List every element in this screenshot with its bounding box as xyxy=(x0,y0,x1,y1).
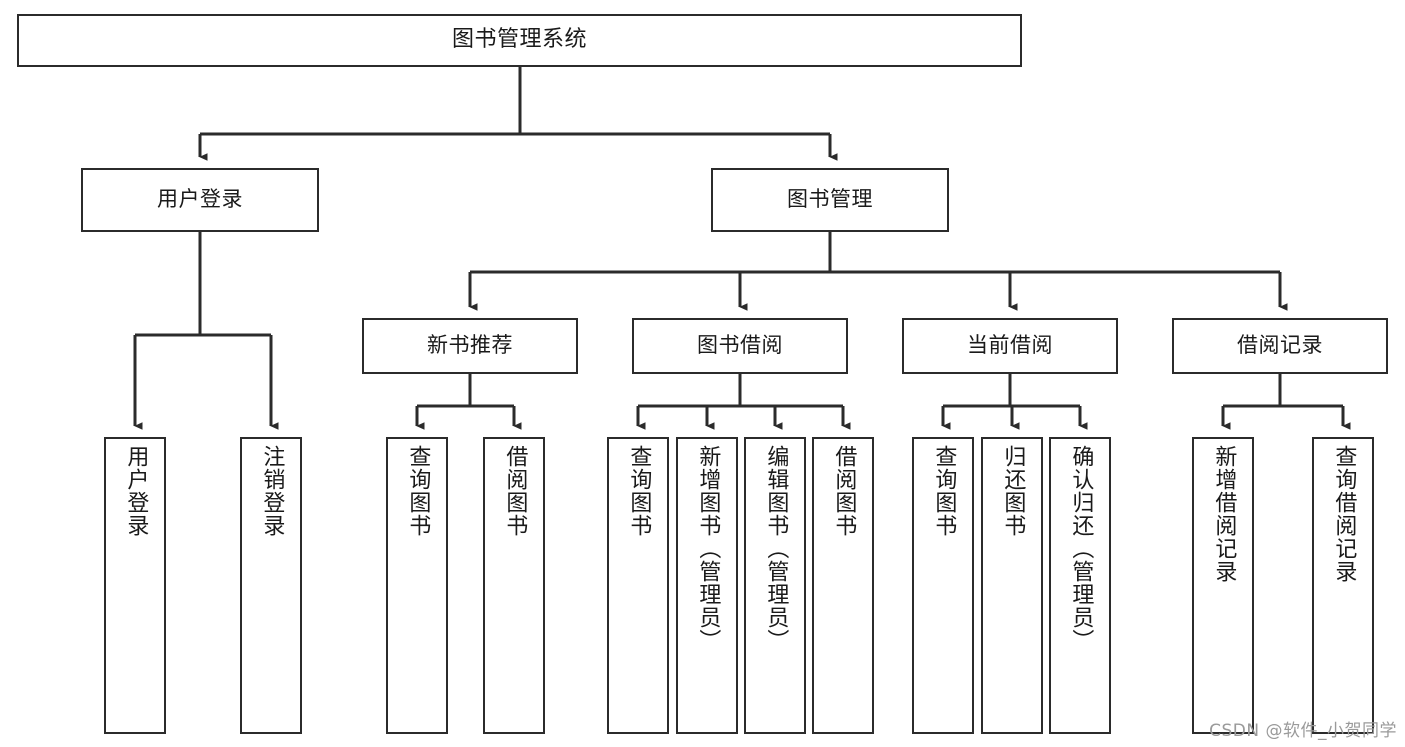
node-new-book-recommend-label: 新书推荐 xyxy=(427,333,513,358)
node-user-login[interactable]: 用户登录 xyxy=(81,168,319,232)
node-leaf-borrow-book-1[interactable]: 借阅图书 xyxy=(483,437,545,734)
node-leaf-query-record-label: 查询借阅记录 xyxy=(1331,445,1357,583)
node-leaf-query-book-3[interactable]: 查询图书 xyxy=(912,437,974,734)
node-leaf-query-book-1-label: 查询图书 xyxy=(405,445,431,537)
node-borrow-record-label: 借阅记录 xyxy=(1237,333,1323,358)
node-leaf-add-book-label: 新增图书（管理员） xyxy=(695,445,721,652)
node-borrow-record[interactable]: 借阅记录 xyxy=(1172,318,1388,374)
node-leaf-borrow-book-1-label: 借阅图书 xyxy=(502,445,528,537)
node-user-login-label: 用户登录 xyxy=(157,187,243,212)
node-leaf-return-book[interactable]: 归还图书 xyxy=(981,437,1043,734)
node-leaf-edit-book-label: 编辑图书（管理员） xyxy=(763,445,789,652)
node-new-book-recommend[interactable]: 新书推荐 xyxy=(362,318,578,374)
node-leaf-confirm-return-label: 确认归还（管理员） xyxy=(1068,445,1094,652)
node-leaf-logout[interactable]: 注销登录 xyxy=(240,437,302,734)
node-leaf-add-record[interactable]: 新增借阅记录 xyxy=(1192,437,1254,734)
node-leaf-add-book[interactable]: 新增图书（管理员） xyxy=(676,437,738,734)
node-leaf-edit-book[interactable]: 编辑图书（管理员） xyxy=(744,437,806,734)
node-leaf-user-login-label: 用户登录 xyxy=(123,445,149,537)
node-book-manage[interactable]: 图书管理 xyxy=(711,168,949,232)
node-leaf-query-book-3-label: 查询图书 xyxy=(931,445,957,537)
node-book-borrow-label: 图书借阅 xyxy=(697,333,783,358)
node-leaf-user-login[interactable]: 用户登录 xyxy=(104,437,166,734)
node-leaf-logout-label: 注销登录 xyxy=(259,445,285,537)
node-leaf-query-record[interactable]: 查询借阅记录 xyxy=(1312,437,1374,734)
node-leaf-query-book-1[interactable]: 查询图书 xyxy=(386,437,448,734)
node-leaf-confirm-return[interactable]: 确认归还（管理员） xyxy=(1049,437,1111,734)
node-current-borrow[interactable]: 当前借阅 xyxy=(902,318,1118,374)
node-root-system-label: 图书管理系统 xyxy=(451,27,587,53)
node-leaf-add-record-label: 新增借阅记录 xyxy=(1211,445,1237,583)
node-root-system[interactable]: 图书管理系统 xyxy=(17,14,1022,67)
node-leaf-borrow-book-2-label: 借阅图书 xyxy=(831,445,857,537)
node-book-borrow[interactable]: 图书借阅 xyxy=(632,318,848,374)
node-leaf-return-book-label: 归还图书 xyxy=(1000,445,1026,537)
node-leaf-query-book-2-label: 查询图书 xyxy=(626,445,652,537)
node-current-borrow-label: 当前借阅 xyxy=(967,333,1053,358)
node-leaf-borrow-book-2[interactable]: 借阅图书 xyxy=(812,437,874,734)
node-book-manage-label: 图书管理 xyxy=(787,187,873,212)
node-leaf-query-book-2[interactable]: 查询图书 xyxy=(607,437,669,734)
